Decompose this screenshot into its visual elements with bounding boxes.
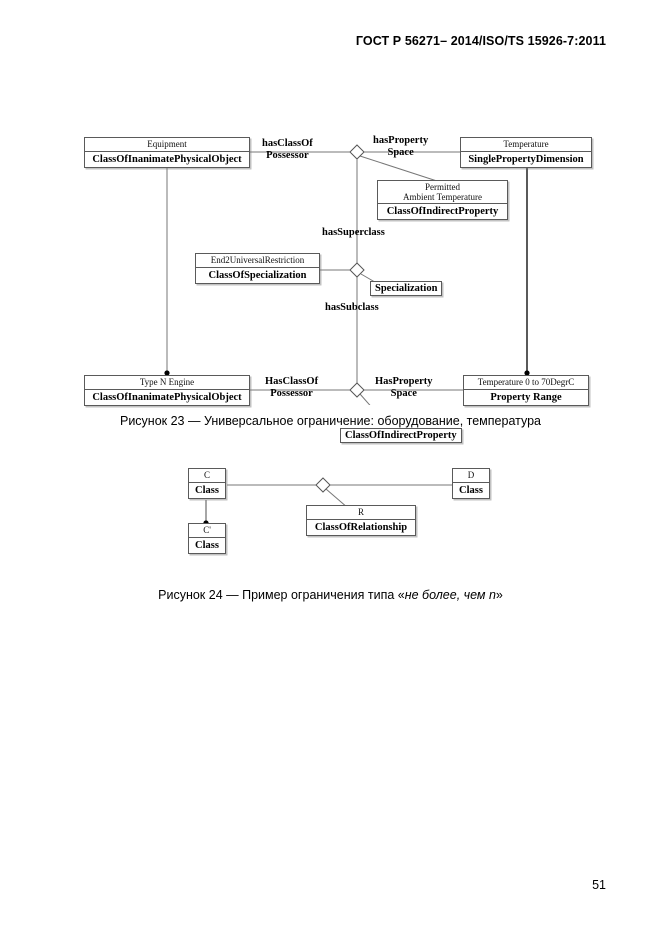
node-equipment-type: ClassOfInanimatePhysicalObject [92, 154, 242, 166]
node-permitted-ambient-temperature[interactable]: Permitted Ambient Temperature ClassOfInd… [377, 180, 508, 221]
node-r-type: ClassOfRelationship [314, 522, 408, 534]
node-end2-universal-restriction-type: ClassOfSpecialization [208, 270, 307, 282]
node-c-prime[interactable]: C' Class [188, 523, 226, 555]
node-d[interactable]: D Class [452, 468, 490, 500]
edge-label-has-class-of-possessor-top: hasClassOf Possessor [262, 138, 313, 162]
node-permitted-ambient-temperature-name: Permitted Ambient Temperature [378, 181, 507, 205]
node-temperature[interactable]: Temperature SinglePropertyDimension [460, 137, 592, 169]
node-c-prime-type: Class [195, 540, 219, 552]
edge-label-has-property-space-top: hasProperty Space [373, 135, 428, 159]
figure-24-caption-italic: не более, чем n [404, 588, 496, 602]
edge-label-line1: HasClassOf [265, 376, 319, 387]
node-c[interactable]: C Class [188, 468, 226, 500]
page-number: 51 [592, 878, 606, 892]
node-c-prime-name: C' [189, 524, 225, 539]
edge-label-has-superclass: hasSuperclass [322, 227, 385, 238]
figure-23-caption: Рисунок 23 — Универсальное ограничение: … [119, 414, 542, 428]
node-end2-universal-restriction-name: End2UniversalRestriction [196, 254, 319, 269]
node-type-n-engine-type: ClassOfInanimatePhysicalObject [92, 392, 242, 404]
document-header-title: ГОСТ Р 56271– 2014/ISO/TS 15926-7:2011 [355, 34, 606, 48]
node-specialization[interactable]: Specialization [370, 281, 443, 296]
edge-label-line2: Possessor [266, 149, 309, 161]
edge-label-line1: hasProperty [373, 135, 429, 146]
edge-label-line2: Space [390, 387, 417, 399]
figure-24-caption: Рисунок 24 — Пример ограничения типа «не… [0, 588, 661, 602]
node-class-of-indirect-property[interactable]: ClassOfIndirectProperty [340, 428, 462, 443]
edge-label-has-property-space-bottom: HasProperty Space [375, 376, 433, 400]
node-c-type: Class [195, 485, 219, 497]
node-temperature-range[interactable]: Temperature 0 to 70DegrC Property Range [463, 375, 589, 407]
node-temperature-range-name: Temperature 0 to 70DegrC [464, 376, 588, 391]
node-permitted-line2: Ambient Temperature [403, 192, 482, 203]
node-permitted-line1: Permitted [425, 182, 460, 192]
node-d-name: D [453, 469, 489, 484]
node-equipment[interactable]: Equipment ClassOfInanimatePhysicalObject [84, 137, 250, 169]
edge-label-has-class-of-possessor-bottom: HasClassOf Possessor [265, 376, 318, 400]
figure-24: C Class D Class C' Class R ClassOfRelati… [0, 455, 661, 570]
edge-label-line2: Space [387, 146, 414, 158]
node-temperature-name: Temperature [461, 138, 591, 153]
node-type-n-engine-name: Type N Engine [85, 376, 249, 391]
node-type-n-engine[interactable]: Type N Engine ClassOfInanimatePhysicalOb… [84, 375, 250, 407]
edge-label-has-subclass: hasSubclass [325, 302, 379, 313]
node-permitted-ambient-temperature-type: ClassOfIndirectProperty [386, 206, 499, 218]
figure-24-caption-prefix: Рисунок 24 — Пример ограничения типа « [158, 588, 405, 602]
node-equipment-name: Equipment [85, 138, 249, 153]
node-temperature-range-type: Property Range [490, 392, 562, 404]
node-c-name: C [189, 469, 225, 484]
figure-23: Equipment ClassOfInanimatePhysicalObject… [0, 60, 661, 443]
node-r-name: R [307, 506, 415, 521]
node-end2-universal-restriction[interactable]: End2UniversalRestriction ClassOfSpeciali… [195, 253, 320, 285]
node-r[interactable]: R ClassOfRelationship [306, 505, 416, 537]
edge-label-line2: Possessor [270, 387, 313, 399]
edge-label-line1: HasProperty [375, 376, 433, 387]
figure-23-connectors [164, 144, 530, 405]
figure-24-caption-suffix: » [495, 588, 503, 602]
edge-label-line1: hasClassOf [262, 138, 313, 149]
node-temperature-type: SinglePropertyDimension [468, 154, 584, 166]
node-d-type: Class [459, 485, 483, 497]
